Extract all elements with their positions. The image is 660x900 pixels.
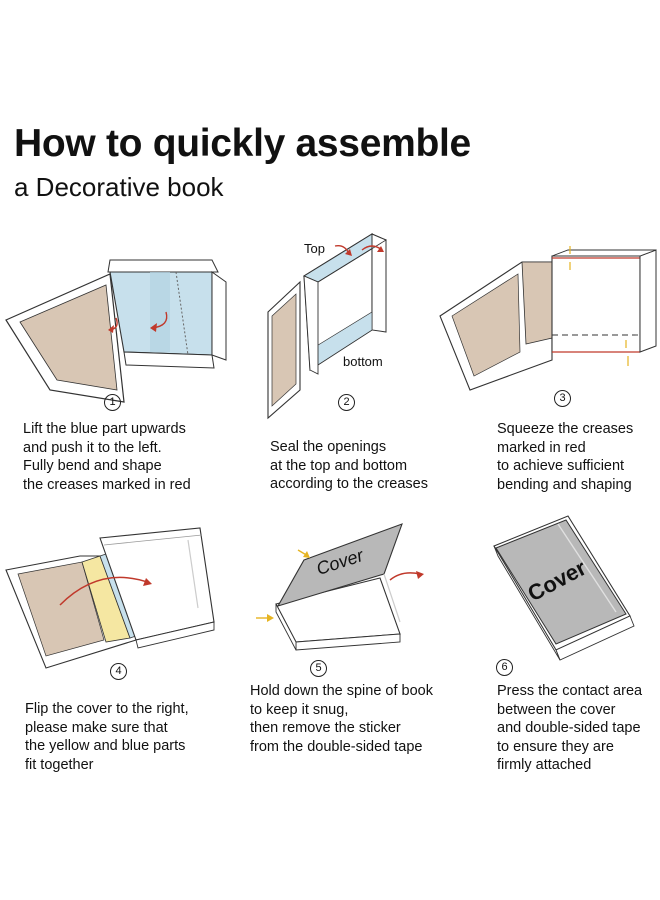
step-4-number: 4 bbox=[110, 663, 127, 680]
label-bottom: bottom bbox=[343, 354, 383, 369]
step-6-number: 6 bbox=[496, 659, 513, 676]
label-top: Top bbox=[304, 241, 325, 256]
step-5-caption: Hold down the spine of book to keep it s… bbox=[250, 683, 433, 755]
step-2-number: 2 bbox=[338, 394, 355, 411]
step-5-number: 5 bbox=[310, 660, 327, 677]
page-subtitle: a Decorative book bbox=[14, 172, 224, 202]
step-3-caption: Squeeze the creases marked in red to ach… bbox=[497, 421, 634, 493]
step-6-caption: Press the contact area between the cover… bbox=[497, 683, 643, 773]
step-3-number: 3 bbox=[554, 390, 571, 407]
step-2-caption: Seal the openings at the top and bottom … bbox=[270, 439, 428, 492]
step-1-caption: Lift the blue part upwards and push it t… bbox=[23, 421, 191, 493]
page-title: How to quickly assemble bbox=[14, 122, 471, 165]
step-1-number: 1 bbox=[104, 394, 121, 411]
step-4-caption: Flip the cover to the right, please make… bbox=[25, 701, 189, 773]
